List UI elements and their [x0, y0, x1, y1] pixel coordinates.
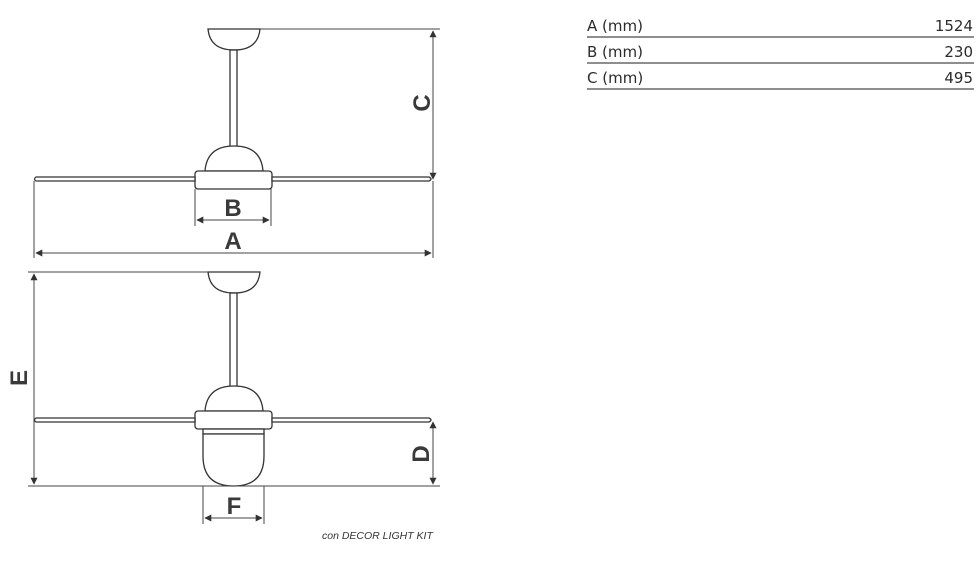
label-c: C [409, 94, 436, 111]
blade-left-lower [33, 417, 196, 423]
label-a: A [224, 228, 241, 255]
table-row: B (mm) 230 [587, 40, 974, 64]
table-row: C (mm) 495 [587, 66, 974, 90]
dimension-lines-top [33, 28, 440, 258]
table-row: A (mm) 1524 [587, 14, 974, 38]
row-label: C (mm) [587, 69, 644, 87]
fan-with-light-kit-view [33, 271, 432, 487]
label-f: F [227, 493, 242, 520]
downrod [229, 49, 238, 149]
dimension-table: A (mm) 1524 B (mm) 230 C (mm) 495 [587, 14, 974, 92]
light-kit-caption: con DECOR LIGHT KIT [322, 530, 434, 542]
blade-left [33, 176, 196, 182]
row-value: 230 [944, 43, 973, 61]
row-value: 495 [944, 69, 973, 87]
motor-housing-lower [204, 385, 264, 412]
blade-right-lower [271, 417, 432, 423]
label-e: E [6, 370, 33, 386]
label-b: B [224, 195, 241, 222]
downrod-lower [229, 292, 238, 389]
motor-band-lower [194, 410, 273, 430]
row-value: 1524 [934, 17, 973, 35]
motor-band [194, 170, 273, 190]
light-kit-globe [202, 433, 265, 487]
ceiling-canopy-lower [207, 271, 261, 294]
blade-right [271, 176, 432, 182]
dimension-lines-bottom [28, 271, 440, 524]
label-d: D [408, 445, 435, 462]
ceiling-canopy [207, 28, 261, 51]
row-label: A (mm) [587, 17, 643, 35]
row-label: B (mm) [587, 43, 643, 61]
motor-housing [204, 145, 264, 172]
light-kit-ring [202, 428, 265, 435]
fan-top-view [33, 28, 432, 190]
